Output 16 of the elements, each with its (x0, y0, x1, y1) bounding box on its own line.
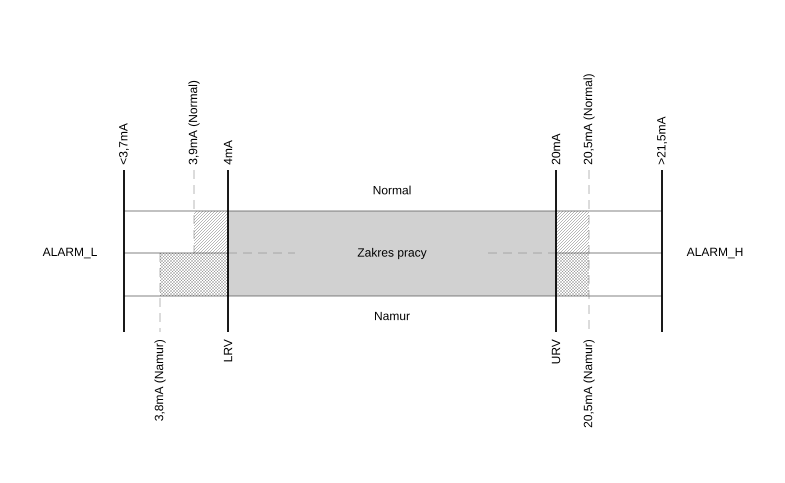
value-label: 3,9mA (Normal) (188, 80, 200, 164)
value-label: 20,5mA (Normal) (583, 74, 595, 164)
value-label: 20mA (552, 133, 560, 164)
value-label: >21,5mA (657, 116, 667, 164)
alarm-label: ALARM_L (42, 248, 97, 258)
value-label: URV (552, 339, 560, 364)
row-label: Namur (375, 312, 410, 320)
value-label: 4mA (224, 140, 232, 165)
band-label: Zakres pracy (358, 248, 427, 260)
value-label: LRV (224, 339, 232, 362)
working-range-band (228, 211, 556, 296)
row-label: Normal (374, 186, 411, 194)
alarm-label: ALARM_H (686, 248, 742, 258)
value-label: 20,5mA (Namur) (583, 340, 595, 428)
value-label: 3,8mA (Namur) (154, 340, 166, 421)
value-label: <3,7mA (119, 123, 129, 164)
